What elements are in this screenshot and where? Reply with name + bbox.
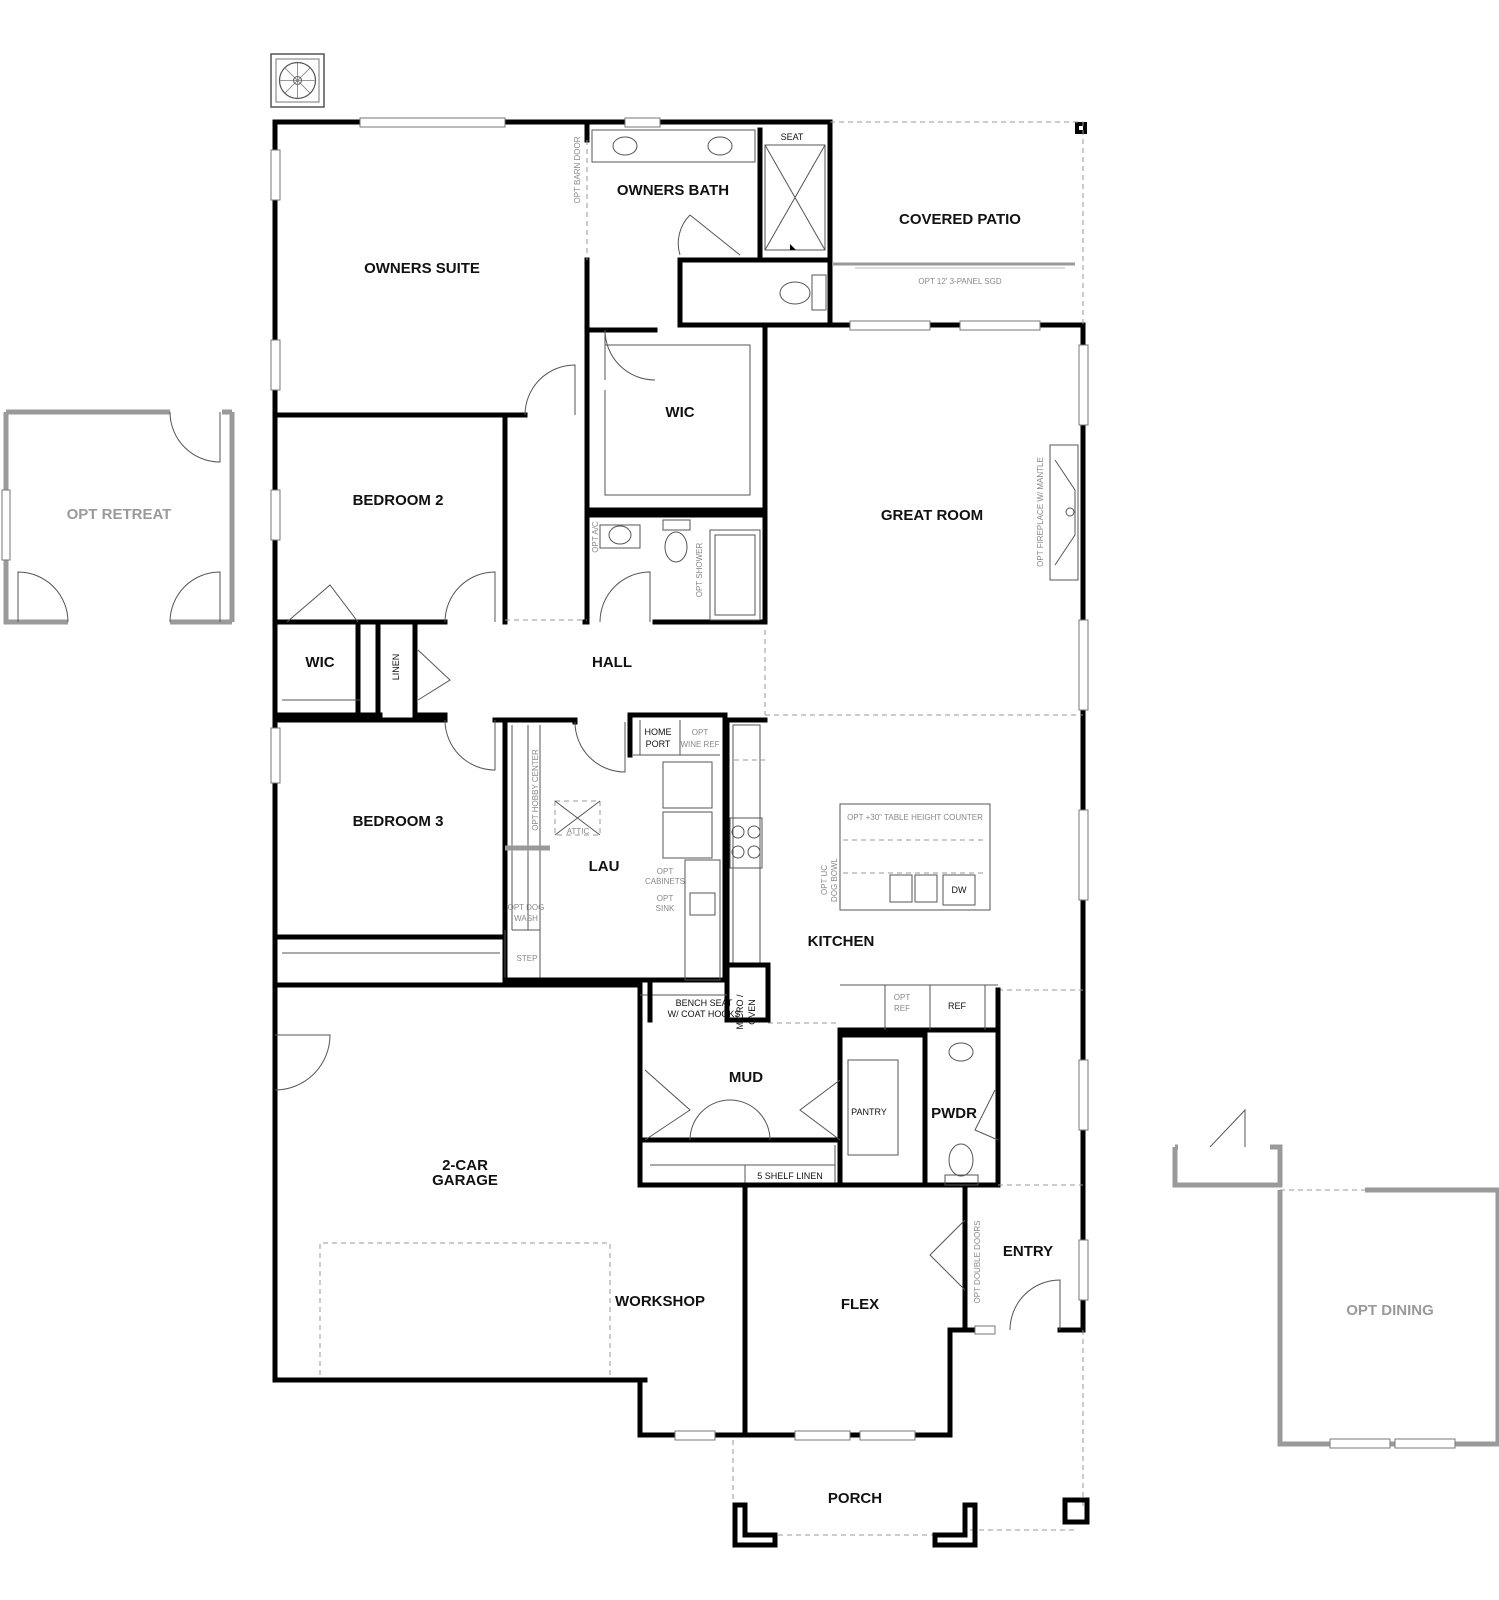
opt-fireplace-note: OPT FIREPLACE W/ MANTLE [1036,457,1045,567]
laundry-label: LAU [589,858,620,875]
seat-note: SEAT [781,132,804,142]
kitchen-label: KITCHEN [808,933,875,950]
owners-suite-label: OWNERS SUITE [364,260,480,277]
micro-oven-note-1: MICRO / [735,994,745,1029]
entry-label: ENTRY [1003,1243,1053,1260]
opt-sgd-note: OPT 12' 3-PANEL SGD [918,277,1001,286]
opt-ref-note-1: OPT [894,993,911,1002]
mud-label: MUD [729,1069,763,1086]
opt-cabinets-note-2: CABINETS [645,877,685,886]
workshop-label: WORKSHOP [615,1293,705,1310]
covered-patio-label: COVERED PATIO [899,211,1021,228]
opt-dining-label: OPT DINING [1346,1302,1434,1319]
bedroom2-label: BEDROOM 2 [353,492,444,509]
plan-notes: SEAT OPT BARN DOOR OPT FIREPLACE W/ MANT… [391,132,1045,1303]
doors [274,214,1061,1335]
covered-patio: COVERED PATIO OPT 12' 3-PANEL SGD [830,121,1084,325]
ac-unit-icon [270,53,325,108]
home-port-note-2: PORT [646,739,671,749]
opt-dog-wash-note-2: WASH [514,914,538,923]
flex-label: FLEX [841,1296,879,1313]
pantry-label: PANTRY [851,1107,887,1117]
bench-seat-note-1: BENCH SEAT [676,998,733,1008]
opt-dog-wash-note-1: OPT DOG [508,903,545,912]
opt-retreat-label: OPT RETREAT [67,506,172,523]
opt-barn-door-note: OPT BARN DOOR [573,136,582,203]
opt-cabinets-note-1: OPT [657,867,674,876]
opt-dining-area: OPT DINING [1172,1108,1499,1449]
fixtures [554,129,1079,1186]
windows [270,117,1089,1441]
step-note: STEP [517,954,538,963]
great-room-label: GREAT ROOM [881,507,983,524]
opt-uc-note-2: DOG BOWL [830,857,839,902]
opt-sink-note-2: SINK [656,904,675,913]
dishwasher-note: DW [952,885,967,895]
opt-double-doors-note: OPT DOUBLE DOORS [973,1221,982,1304]
opt-uc-note-1: OPT UC [820,865,829,895]
opt-retreat-area: OPT RETREAT [1,409,235,625]
room-labels: OWNERS SUITE OWNERS BATH WIC GREAT ROOM … [305,182,1053,1313]
table-height-counter-note: OPT +30" TABLE HEIGHT COUNTER [847,813,983,822]
opt-ac-note: OPT A/C [591,521,600,553]
interior-walls [272,119,1083,1438]
porch: PORCH [732,1330,1090,1548]
micro-oven-note-2: OVEN [747,999,757,1025]
garage-label-line2: GARAGE [432,1172,498,1189]
opt-wine-ref-note-1: OPT [692,728,709,737]
opt-ref-note-2: REF [894,1004,910,1013]
owners-wic-label: WIC [665,404,694,421]
bench-seat-note-2: W/ COAT HOOKS [668,1009,741,1019]
home-port-note-1: HOME [645,727,672,737]
bedroom3-label: BEDROOM 3 [353,813,444,830]
linen-label: LINEN [391,654,401,681]
porch-label: PORCH [828,1490,882,1507]
owners-bath-label: OWNERS BATH [617,182,729,199]
opt-shower-note: OPT SHOWER [695,543,704,598]
powder-room-label: PWDR [931,1105,977,1122]
bedroom2-wic-label: WIC [305,654,334,671]
attic-note: ATTIC [567,827,590,836]
opt-hobby-center-note: OPT HOBBY CENTER [531,749,540,831]
shelf-linen-note: 5 SHELF LINEN [757,1171,823,1181]
hall-label: HALL [592,654,632,671]
ref-note: REF [948,1001,967,1011]
garage-label-line1: 2-CAR [442,1157,488,1174]
opt-sink-note-1: OPT [657,894,674,903]
opt-wine-ref-note-2: WINE REF [680,740,719,749]
